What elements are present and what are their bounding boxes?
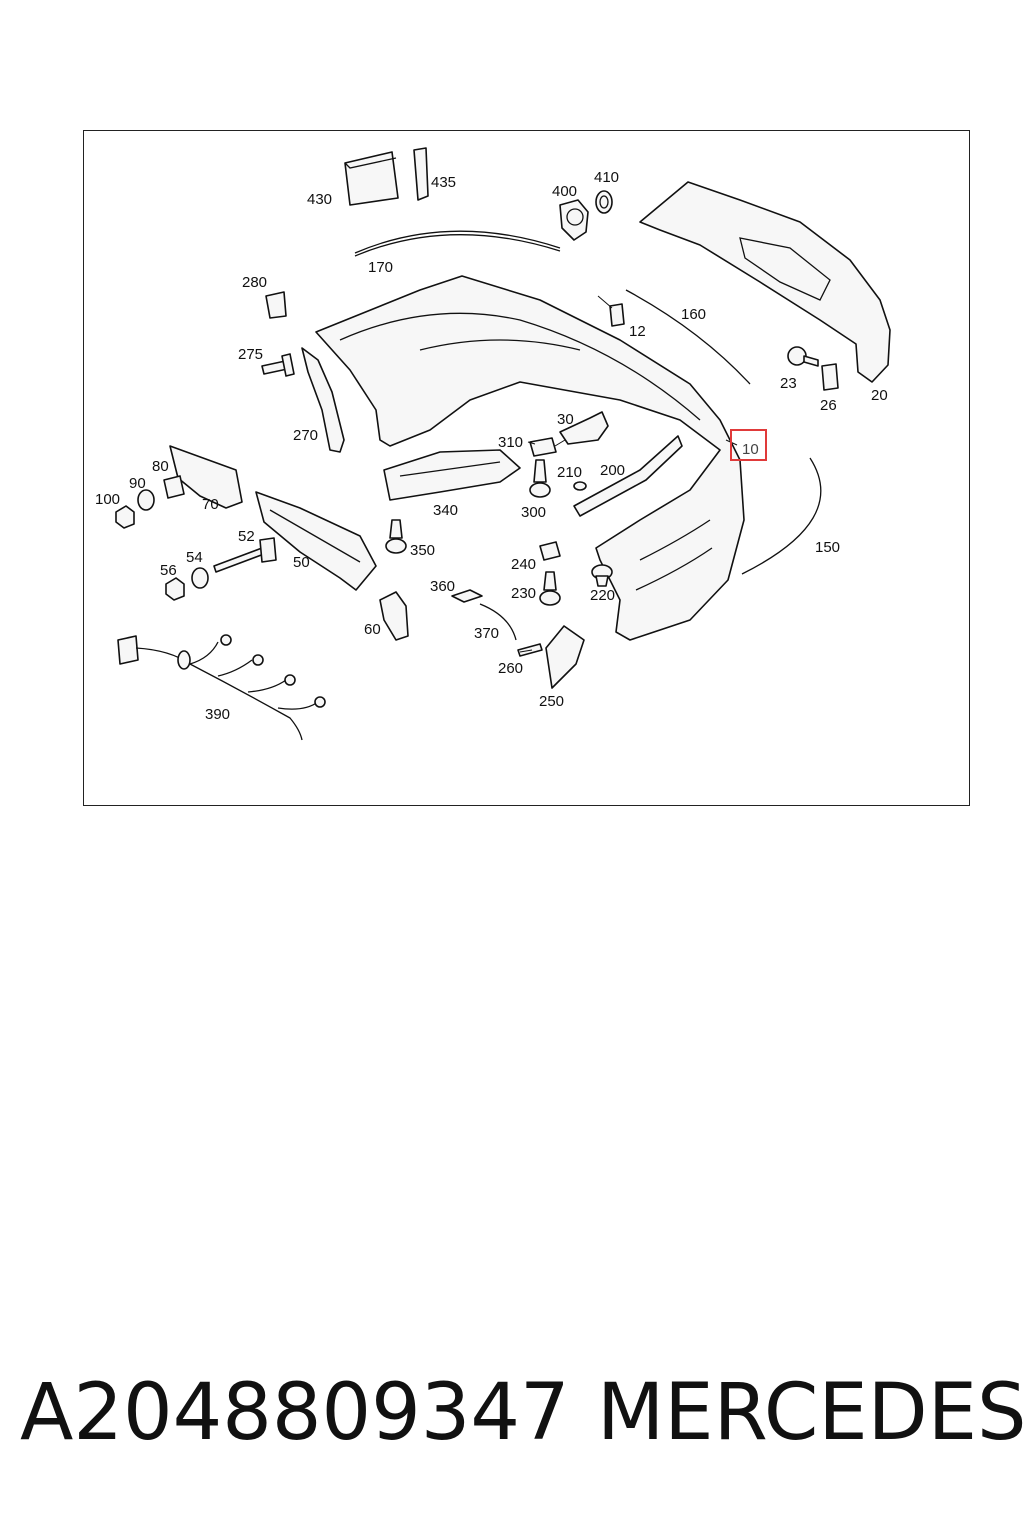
footer: A2048809347 MERCEDES xyxy=(0,1368,1024,1468)
part-20 xyxy=(639,181,891,383)
part-310 xyxy=(529,437,557,457)
callout-360: 360 xyxy=(430,578,455,595)
part-23 xyxy=(787,346,819,367)
callout-300: 300 xyxy=(521,504,546,521)
part-90 xyxy=(137,489,155,511)
callout-54: 54 xyxy=(186,549,203,566)
part-56 xyxy=(165,577,185,601)
part-30 xyxy=(559,411,609,445)
callout-50: 50 xyxy=(293,554,310,571)
callout-56: 56 xyxy=(160,562,177,579)
callout-410: 410 xyxy=(594,169,619,186)
part-220 xyxy=(591,564,613,587)
part-275 xyxy=(261,353,295,377)
callout-230: 230 xyxy=(511,585,536,602)
callout-52: 52 xyxy=(238,528,255,545)
part-400 xyxy=(559,199,589,241)
callout-430: 430 xyxy=(307,191,332,208)
part-60 xyxy=(379,591,409,641)
part-210 xyxy=(573,481,587,491)
callout-10: 10 xyxy=(742,441,759,458)
callout-220: 220 xyxy=(590,587,615,604)
part-12 xyxy=(609,303,625,327)
callout-275: 275 xyxy=(238,346,263,363)
callout-400: 400 xyxy=(552,183,577,200)
callout-12: 12 xyxy=(629,323,646,340)
callout-260: 260 xyxy=(498,660,523,677)
callout-20: 20 xyxy=(871,387,888,404)
part-370 xyxy=(479,603,517,641)
part-50 xyxy=(255,491,377,591)
part-54 xyxy=(191,567,209,589)
part-200 xyxy=(573,435,683,517)
part-170 xyxy=(354,230,561,257)
part-80 xyxy=(163,475,185,499)
part-435 xyxy=(413,147,429,201)
callout-60: 60 xyxy=(364,621,381,638)
callout-90: 90 xyxy=(129,475,146,492)
callout-240: 240 xyxy=(511,556,536,573)
part-26 xyxy=(821,363,839,391)
callout-280: 280 xyxy=(242,274,267,291)
callout-350: 350 xyxy=(410,542,435,559)
callout-370: 370 xyxy=(474,625,499,642)
part-270 xyxy=(301,347,345,453)
brand-name: MERCEDES xyxy=(597,1368,1024,1458)
part-250 xyxy=(545,625,585,689)
part-160 xyxy=(625,289,751,385)
part-340 xyxy=(383,449,521,501)
callout-340: 340 xyxy=(433,502,458,519)
callout-270: 270 xyxy=(293,427,318,444)
callout-26: 26 xyxy=(820,397,837,414)
callout-100: 100 xyxy=(95,491,120,508)
callout-70: 70 xyxy=(202,496,219,513)
callout-80: 80 xyxy=(152,458,169,475)
part-430 xyxy=(344,151,399,206)
callout-160: 160 xyxy=(681,306,706,323)
part-52 xyxy=(213,537,277,573)
part-number: A2048809347 xyxy=(20,1368,570,1458)
part-410 xyxy=(595,190,613,214)
part-390 xyxy=(117,634,326,741)
part-10-bumper-cover xyxy=(315,275,745,641)
part-350 xyxy=(385,519,407,554)
callout-30: 30 xyxy=(557,411,574,428)
highlight-box-10 xyxy=(730,429,767,461)
callout-435: 435 xyxy=(431,174,456,191)
part-150 xyxy=(741,457,822,575)
callout-23: 23 xyxy=(780,375,797,392)
part-280 xyxy=(265,291,287,319)
callout-390: 390 xyxy=(205,706,230,723)
callout-150: 150 xyxy=(815,539,840,556)
part-230 xyxy=(539,571,561,606)
diagram-frame xyxy=(83,130,970,806)
callout-210: 210 xyxy=(557,464,582,481)
part-360 xyxy=(451,589,483,603)
callout-170: 170 xyxy=(368,259,393,276)
callout-200: 200 xyxy=(600,462,625,479)
part-300 xyxy=(529,459,551,498)
part-240 xyxy=(539,541,561,561)
part-100 xyxy=(115,505,135,529)
callout-250: 250 xyxy=(539,693,564,710)
callout-310: 310 xyxy=(498,434,523,451)
